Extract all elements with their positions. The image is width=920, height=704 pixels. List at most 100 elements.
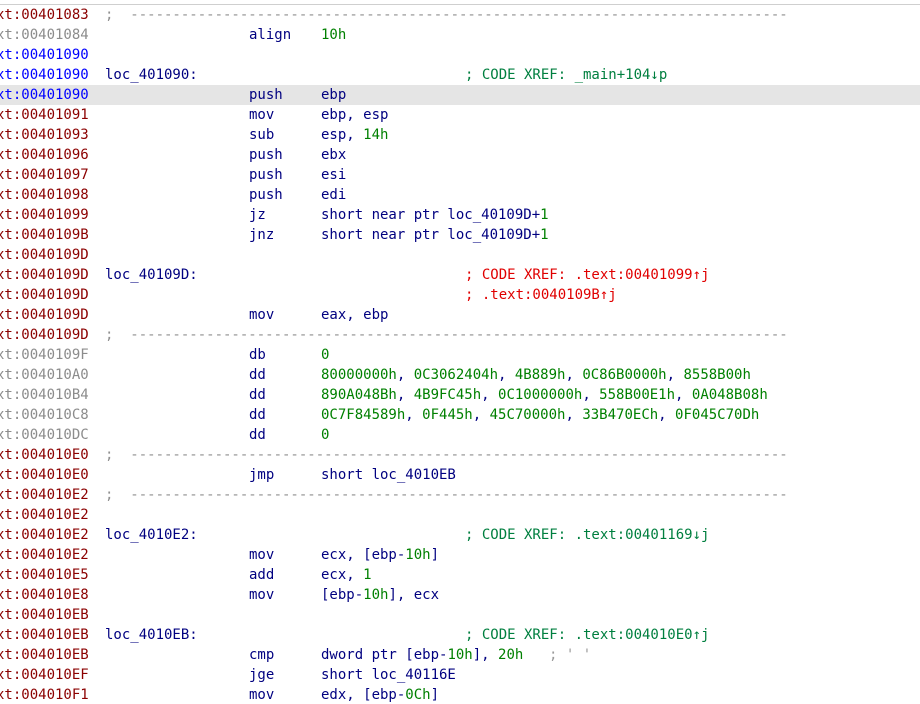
mnemonic: dd [249,367,266,383]
operand: edi [321,187,347,203]
operand: ebp, esp [321,107,389,123]
xref-comment[interactable]: ; .text:0040109B↑j [465,287,617,303]
code-label[interactable]: loc_4010E2: [105,527,198,543]
address: xt:0040109F [0,347,89,363]
address: xt:004010E5 [0,567,89,583]
mnemonic: cmp [249,647,275,663]
address: xt:004010E2 [0,487,89,503]
address: xt:004010EB [0,607,89,623]
address: xt:004010A0 [0,367,89,383]
xref-comment[interactable]: ; CODE XREF: .text:004010E0↑j [465,627,710,643]
address: xt:00401083 [0,7,89,23]
xref-comment[interactable]: ; CODE XREF: .text:00401099↑j [465,267,710,283]
mnemonic: align [249,27,292,43]
operand: edx, [ebp-0Ch] [321,687,440,703]
listing-line[interactable]: xt:00401083; ---------------------------… [0,5,920,25]
mnemonic: jge [249,667,275,683]
address: xt:00401091 [0,107,89,123]
xref-comment[interactable]: ; CODE XREF: _main+104↓p [465,67,668,83]
operand: short near ptr loc_40109D+1 [321,207,549,223]
address: xt:0040109D [0,287,89,303]
listing-line[interactable]: xt:004010B4 dd 890A048Bh, 4B9FC45h, 0C1000… [0,385,920,405]
address: xt:004010B4 [0,387,89,403]
address: xt:004010EB [0,647,89,663]
address: xt:0040109D [0,247,89,263]
address: xt:004010E2 [0,507,89,523]
operand: dword ptr [ebp-10h], 20h [321,647,524,663]
listing-line[interactable]: xt:0040109F db 0 [0,345,920,365]
code-label[interactable]: loc_40109D: [105,267,198,283]
listing-line[interactable]: xt:00401090 [0,45,920,65]
listing-line[interactable]: xt:00401090 loc_401090: ; CODE XREF: _main… [0,65,920,85]
listing-line[interactable]: xt:0040109D loc_40109D: ; CODE XREF: .text… [0,265,920,285]
address: xt:004010E0 [0,447,89,463]
separator-comment: ; --------------------------------------… [105,447,788,463]
mnemonic: mov [249,547,275,563]
listing-line[interactable]: xt:004010E2 loc_4010E2: ; CODE XREF: .text… [0,525,920,545]
operand: ebx [321,147,347,163]
code-label[interactable]: loc_4010EB: [105,627,198,643]
mnemonic: mov [249,307,275,323]
listing-line[interactable]: xt:004010EB [0,605,920,625]
address: xt:004010DC [0,427,89,443]
address: xt:0040109B [0,227,89,243]
listing-line[interactable]: xt:004010E2 [0,505,920,525]
listing-line[interactable]: xt:004010EB loc_4010EB: ; CODE XREF: .text… [0,625,920,645]
address: xt:0040109D [0,267,89,283]
xref-comment[interactable]: ; CODE XREF: .text:00401169↓j [465,527,710,543]
address: xt:004010EB [0,627,89,643]
mnemonic: db [249,347,266,363]
operand: ecx, [ebp-10h] [321,547,440,563]
mnemonic: sub [249,127,275,143]
mnemonic: jnz [249,227,275,243]
operand: 10h [321,27,347,43]
address: xt:004010F1 [0,687,89,703]
mnemonic: dd [249,407,266,423]
listing-line[interactable]: xt:0040109D [0,245,920,265]
operand: esp, 14h [321,127,389,143]
operand: short near ptr loc_40109D+1 [321,227,549,243]
address: xt:004010E8 [0,587,89,603]
listing-line[interactable]: xt:0040109D ; .text:0040109B↑j [0,285,920,305]
operand: short loc_4010EB [321,467,456,483]
listing-line[interactable]: xt:00401091 mov ebp, esp [0,105,920,125]
address: xt:004010E2 [0,527,89,543]
operand: 0 [321,347,330,363]
mnemonic: dd [249,387,266,403]
listing-line[interactable]: xt:004010E0 ; ---------------------------… [0,445,920,465]
address: xt:00401097 [0,167,89,183]
code-label[interactable]: loc_401090: [105,67,198,83]
address: xt:0040109D [0,307,89,323]
operand: ecx, 1 [321,567,372,583]
listing-line[interactable]: xt:0040109B jnz short near ptr loc_40109D+… [0,225,920,245]
separator-comment: ; --------------------------------------… [105,487,788,503]
listing-line[interactable]: xt:0040109D; ---------------------------… [0,325,920,345]
mnemonic: push [249,167,283,183]
address: xt:00401090 [0,67,89,83]
address: xt:004010E0 [0,467,89,483]
operand: 890A048Bh, 4B9FC45h, 0C1000000h, 558B00E… [321,387,768,403]
mnemonic: mov [249,107,275,123]
listing-line[interactable]: xt:004010E2 ; ---------------------------… [0,485,920,505]
address: xt:00401098 [0,187,89,203]
separator-comment: ; --------------------------------------… [105,327,788,343]
